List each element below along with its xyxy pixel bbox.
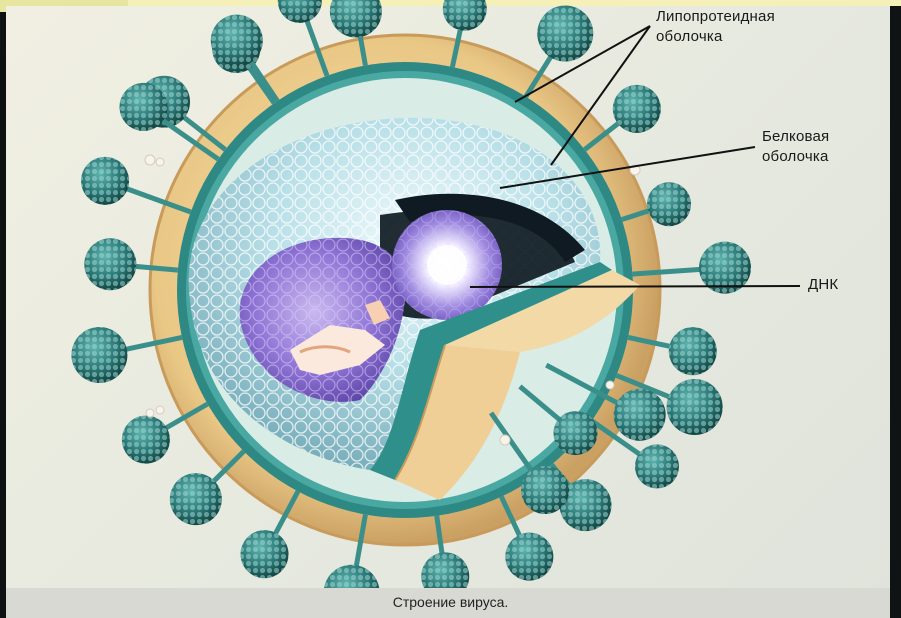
spike-head-texture [669,327,717,375]
spike-head-texture [635,444,679,488]
spike-head-texture [330,0,382,37]
spike-head-texture [120,83,168,131]
spike-head-texture [84,238,136,290]
spike-head-texture [81,157,129,205]
spike-head-texture [667,379,723,435]
spike-head-texture [211,15,263,67]
spike-head-texture [647,182,691,226]
spike-head-texture [613,85,661,133]
label-lipoprotein-line1: Липопротеидная [656,8,775,26]
leader-dna [470,286,800,287]
spike-head-texture [170,473,222,525]
spike-head-texture [278,0,322,23]
label-protein-line2: оболочка [762,148,829,166]
spike-head-texture [122,416,170,464]
label-protein-line1: Белковая [762,128,829,146]
spike-head-texture [537,6,593,62]
label-dna: ДНК [808,276,838,294]
spike-head-texture [614,389,666,441]
spike-head-texture [71,327,127,383]
screen-right-edge [890,6,901,618]
spike-head-texture [521,466,569,514]
slide-caption: Строение вируса. [0,594,901,610]
spike-head-texture [241,530,289,578]
label-lipoprotein-line2: оболочка [656,28,723,46]
spike-head-texture [505,533,553,581]
spike-head-texture [443,0,487,31]
spike-head-texture [554,411,598,455]
